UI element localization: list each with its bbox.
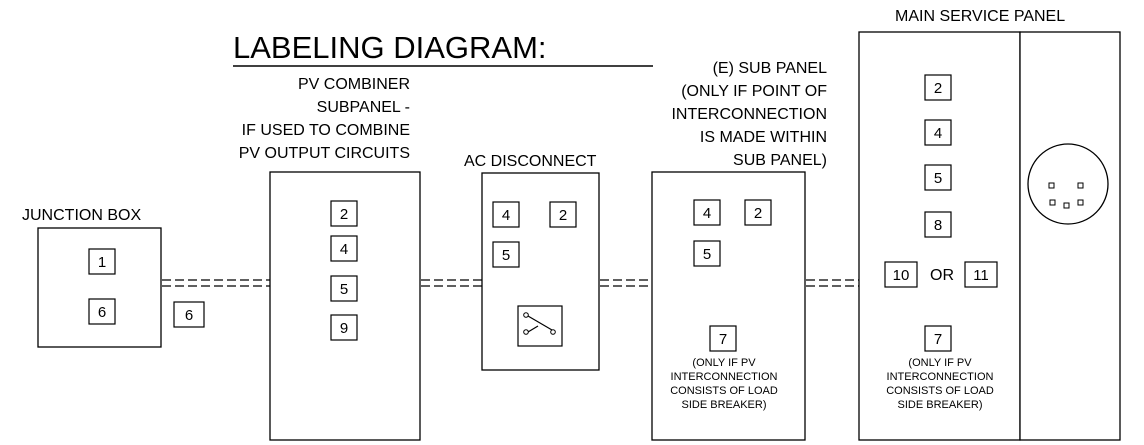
sub-panel-note-line: CONSISTS OF LOAD bbox=[670, 385, 778, 397]
label-tag-number: 2 bbox=[559, 207, 567, 224]
utility-meter-icon bbox=[1027, 143, 1109, 225]
label-tag-box bbox=[744, 199, 772, 226]
label-tag-box bbox=[549, 201, 577, 228]
label-tag-box bbox=[88, 298, 116, 325]
combiner-label-line: PV COMBINER bbox=[298, 76, 410, 93]
combiner-label-line: IF USED TO COMBINE bbox=[242, 122, 410, 139]
label-tag-box bbox=[492, 201, 520, 228]
sub-panel-label-line: INTERCONNECTION bbox=[671, 106, 827, 123]
label-tag-box bbox=[330, 235, 358, 262]
label-tag-box bbox=[709, 325, 737, 352]
label-tag-box bbox=[88, 248, 116, 275]
label-tag-number: 5 bbox=[502, 247, 510, 264]
label-tag-number: 2 bbox=[934, 80, 942, 97]
main-panel-note-line: INTERCONNECTION bbox=[887, 371, 994, 383]
main-panel-note-line: CONSISTS OF LOAD bbox=[886, 385, 994, 397]
label-tag-number: 8 bbox=[934, 217, 942, 234]
label-tag-number: 5 bbox=[934, 170, 942, 187]
label-tag-number: 2 bbox=[340, 206, 348, 223]
label-tag-box bbox=[924, 119, 952, 146]
combiner-label-line: SUBPANEL - bbox=[317, 99, 410, 116]
label-tag-number: 7 bbox=[719, 331, 727, 348]
label-tag-number: 10 bbox=[893, 267, 910, 284]
label-tag-box bbox=[492, 241, 520, 268]
junction-box bbox=[37, 227, 162, 348]
sub-panel-label-line: SUB PANEL) bbox=[733, 152, 827, 169]
label-tag-box bbox=[330, 200, 358, 227]
label-tag-number: 6 bbox=[185, 307, 193, 324]
sub-panel-note-line: (ONLY IF PV bbox=[692, 357, 756, 369]
label-tag-number: 4 bbox=[340, 241, 348, 258]
label-tag-number: 2 bbox=[754, 205, 762, 222]
sub-panel-note-line: INTERCONNECTION bbox=[671, 371, 778, 383]
label-tag-number: 7 bbox=[934, 331, 942, 348]
or-text: OR bbox=[930, 267, 954, 284]
label-tag-number: 4 bbox=[502, 207, 510, 224]
meter-section bbox=[1019, 31, 1121, 441]
sub-panel-label-line: IS MADE WITHIN bbox=[700, 129, 827, 146]
main-panel-label: MAIN SERVICE PANEL bbox=[895, 8, 1065, 25]
disconnect-switch-icon bbox=[517, 305, 563, 347]
label-tag-number: 1 bbox=[98, 254, 106, 271]
label-tag-box bbox=[693, 240, 721, 267]
label-tag-box bbox=[924, 164, 952, 191]
ac-disconnect-label: AC DISCONNECT bbox=[464, 153, 597, 170]
label-tag-box bbox=[173, 301, 205, 328]
label-tag-box bbox=[330, 275, 358, 302]
main-panel-note-line: SIDE BREAKER) bbox=[898, 399, 983, 411]
label-tag-number: 5 bbox=[340, 281, 348, 298]
junction-box-label: JUNCTION BOX bbox=[22, 207, 141, 224]
label-tag-box bbox=[693, 199, 721, 226]
label-tag-box bbox=[924, 74, 952, 101]
label-tag-number: 5 bbox=[703, 246, 711, 263]
label-tag-number: 4 bbox=[934, 125, 942, 142]
sub-panel bbox=[651, 171, 806, 441]
sub-panel-label-line: (ONLY IF POINT OF bbox=[681, 83, 827, 100]
label-tag-box bbox=[924, 211, 952, 238]
main-panel-note-line: (ONLY IF PV bbox=[908, 357, 972, 369]
sub-panel-note-line: SIDE BREAKER) bbox=[682, 399, 767, 411]
combiner-label-line: PV OUTPUT CIRCUITS bbox=[239, 145, 410, 162]
label-tag-box bbox=[924, 325, 952, 352]
sub-panel-label-line: (E) SUB PANEL bbox=[713, 60, 828, 77]
label-tag-box bbox=[330, 314, 358, 341]
label-tag-number: 4 bbox=[703, 205, 711, 222]
label-tag-number: 11 bbox=[973, 267, 989, 284]
diagram-title: LABELING DIAGRAM: bbox=[233, 30, 547, 65]
label-tag-box bbox=[964, 261, 998, 288]
label-tag-number: 6 bbox=[98, 304, 106, 321]
label-tag-box bbox=[884, 261, 918, 288]
label-tag-number: 9 bbox=[340, 320, 348, 337]
